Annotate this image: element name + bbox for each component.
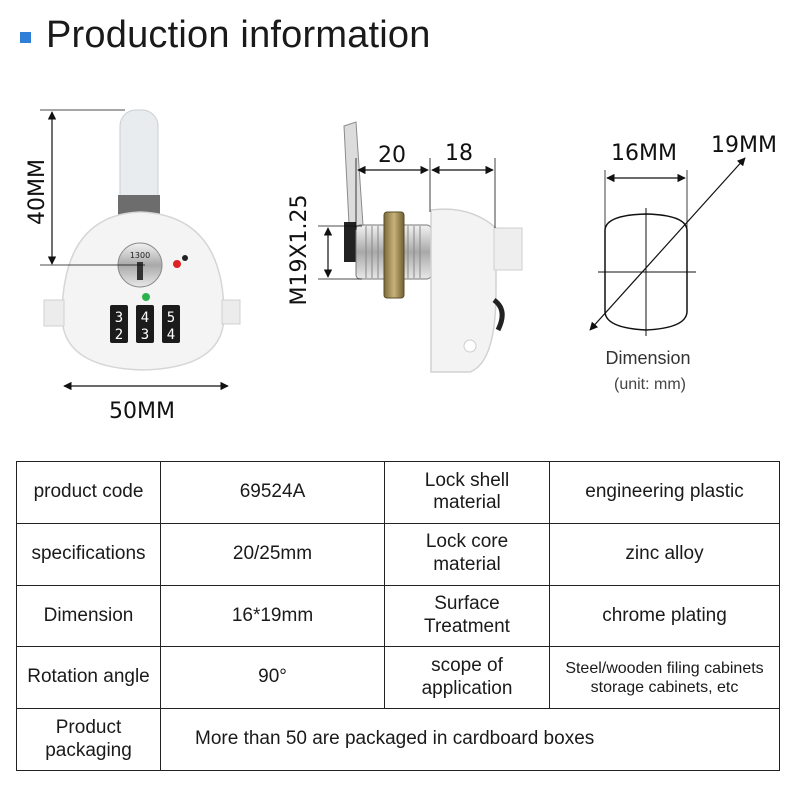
row-value: 69524A [160, 461, 385, 524]
row-label: Rotation angle [16, 646, 161, 710]
row-label: Dimension [16, 584, 161, 648]
row-label: product code [16, 461, 161, 524]
dimension-19-label: 19MM [711, 133, 777, 158]
unit-caption: (unit: mm) [614, 376, 686, 393]
indicator-red-dot [173, 260, 181, 268]
cutout-dimension-view: 16MM 19MM Dimension (unit: mm) [589, 133, 777, 393]
page-title: Production information [46, 13, 431, 56]
dimension-caption: Dimension [605, 348, 690, 368]
width-label: 50MM [109, 399, 175, 424]
side-tab-right [221, 299, 241, 325]
bullet-square-icon [20, 31, 31, 43]
row-value: 16*19mm [160, 584, 385, 648]
row-value: zinc alloy [549, 522, 780, 586]
dimension-19-line [589, 157, 746, 331]
indicator-green-dot [142, 293, 150, 301]
lock-side-view: 20 18 M19X1.25 [287, 121, 523, 373]
lock-body [61, 211, 225, 371]
dial-digit: 4 [141, 310, 149, 326]
row-value: 90° [160, 646, 385, 710]
height-label: 40MM [25, 159, 50, 225]
side-body [430, 208, 497, 373]
indicator-black-dot [182, 255, 188, 261]
row-value: More than 50 are packaged in cardboard b… [160, 708, 780, 771]
hex-nut [383, 211, 405, 299]
row-label: specifications [16, 522, 161, 586]
key-number: 1300 [130, 251, 150, 260]
row-value: chrome plating [549, 584, 780, 648]
row-value: engineering plastic [549, 461, 780, 524]
thread-label: M19X1.25 [287, 194, 312, 305]
dial-digit: 4 [167, 327, 175, 343]
dial-digit: 5 [167, 310, 175, 326]
dimension-20-label: 20 [378, 143, 406, 168]
lock-front-view: 1300 3 4 5 2 3 4 40MM 50MM [25, 109, 241, 424]
dial-digit: 3 [141, 327, 149, 343]
dimension-18-label: 18 [445, 141, 473, 166]
dial-digit: 2 [115, 327, 123, 343]
section-header: Production information [20, 10, 431, 60]
key-slot [137, 262, 143, 280]
dial-digit: 3 [115, 310, 123, 326]
side-tab-left [43, 299, 65, 327]
product-diagram: 1300 3 4 5 2 3 4 40MM 50MM [25, 109, 777, 424]
dimension-16-label: 16MM [611, 141, 677, 166]
row-value: 20/25mm [160, 522, 385, 586]
combination-dials: 3 4 5 2 3 4 [110, 305, 180, 343]
